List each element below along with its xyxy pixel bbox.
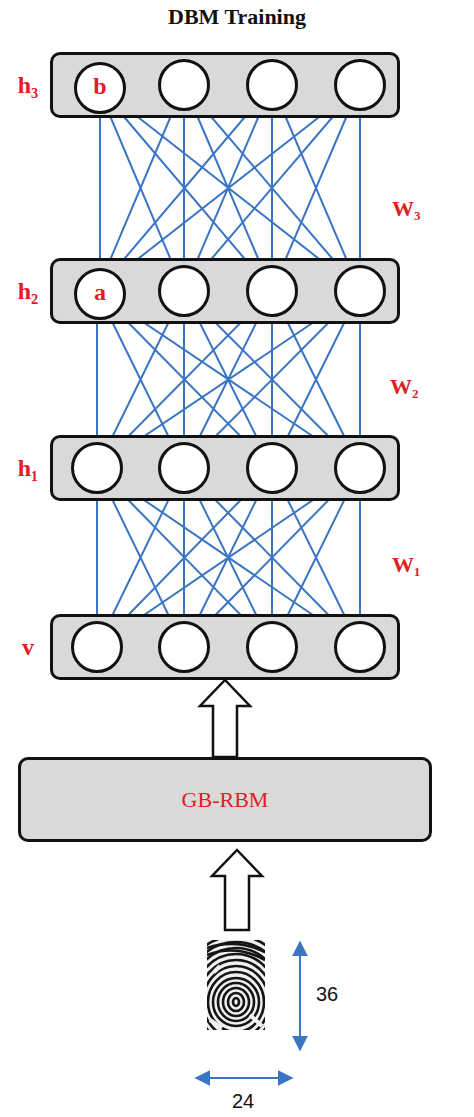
dimension-label: 24 <box>232 1090 254 1113</box>
input-arrow <box>212 850 262 930</box>
unit-label: a <box>94 280 106 304</box>
block-arrow <box>200 680 250 757</box>
fingerprint-image <box>207 940 265 1030</box>
weight-connection <box>99 114 101 268</box>
width-dimension <box>196 1077 292 1079</box>
unit-label: b <box>93 74 106 98</box>
unit-circle: a <box>74 268 126 320</box>
dimension-label: 36 <box>316 983 338 1006</box>
unit-circle: b <box>74 62 126 114</box>
box-label: GB-RBM <box>182 787 269 813</box>
weight-label: W₂ <box>390 374 419 400</box>
layer-label: h₁ <box>7 455 49 482</box>
layer-band: v <box>50 614 400 680</box>
layer-label: h₂ <box>7 278 49 305</box>
layer-label: v <box>7 634 49 661</box>
layer-band: h₃b <box>50 52 400 118</box>
weight-label: W₃ <box>392 196 421 222</box>
layer-band: h₂a <box>50 258 400 324</box>
height-dimension <box>299 942 301 1050</box>
diagram-title: DBM Training <box>0 4 474 30</box>
layer-band: h₁ <box>50 435 400 501</box>
weight-label: W₁ <box>392 552 421 578</box>
layer-label: h₃ <box>7 72 49 99</box>
gb-rbm-box: GB-RBM <box>18 757 432 842</box>
